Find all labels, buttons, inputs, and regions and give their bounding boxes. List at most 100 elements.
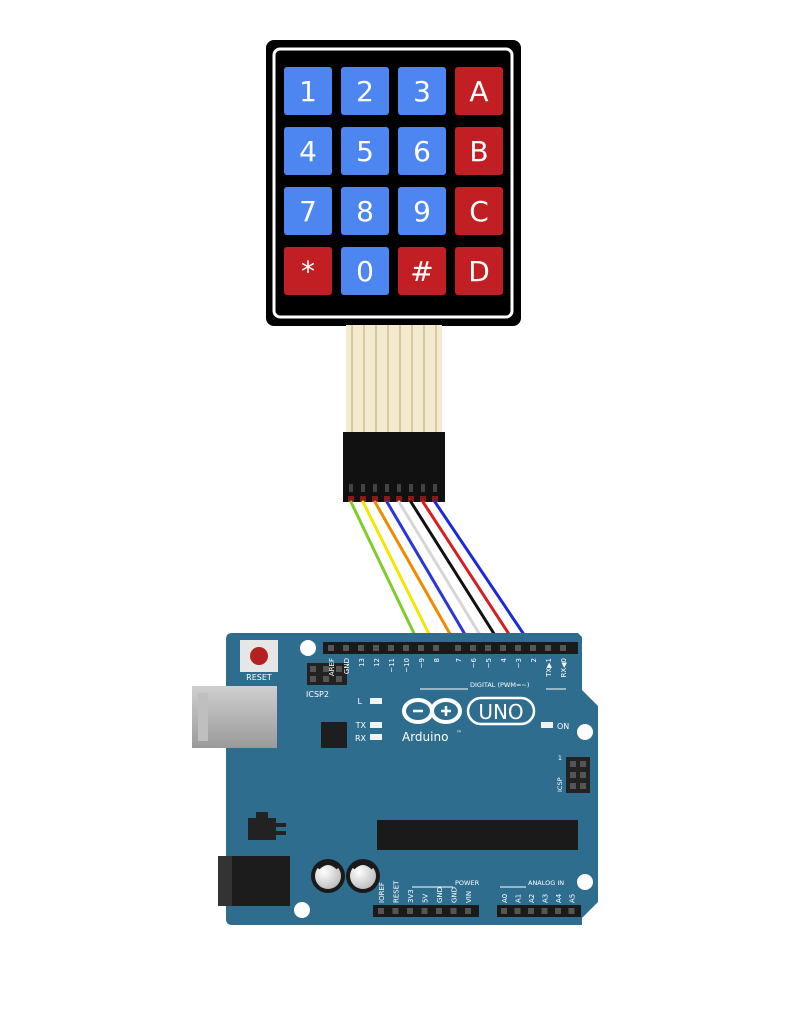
regulator-body — [248, 818, 276, 840]
digital-header — [323, 642, 578, 654]
digital-pin-label: ~9 — [418, 658, 426, 668]
key-label: 6 — [413, 135, 431, 168]
key-2[interactable]: 2 — [341, 67, 389, 115]
analog-header-strip — [497, 905, 581, 917]
voltage-regulator — [248, 812, 286, 840]
key-face[interactable] — [284, 127, 332, 175]
key-face[interactable] — [341, 127, 389, 175]
power-pin-socket[interactable] — [421, 908, 428, 914]
digital-pin-socket[interactable] — [455, 645, 461, 651]
key-label: B — [469, 135, 488, 168]
key-4[interactable]: 4 — [284, 127, 332, 175]
digital-pin-socket[interactable] — [343, 645, 349, 651]
digital-pin-socket[interactable] — [373, 645, 379, 651]
analog-pin-socket[interactable] — [514, 908, 521, 914]
reset-button[interactable] — [240, 640, 278, 672]
reset-button-cap[interactable] — [250, 647, 268, 665]
key-5[interactable]: 5 — [341, 127, 389, 175]
mount-hole — [300, 640, 316, 656]
digital-pin-label: ~11 — [388, 658, 396, 673]
key-a[interactable]: A — [455, 67, 503, 115]
digital-pin-socket[interactable] — [545, 645, 551, 651]
analog-pin-socket[interactable] — [541, 908, 548, 914]
key-face[interactable] — [398, 67, 446, 115]
digital-pin-label: ~5 — [485, 658, 493, 668]
power-pin-socket[interactable] — [392, 908, 399, 914]
key-face[interactable] — [341, 247, 389, 295]
digital-pin-socket[interactable] — [418, 645, 424, 651]
power-pin-socket[interactable] — [465, 908, 471, 914]
ribbon-cable — [343, 325, 445, 502]
digital-pin-socket[interactable] — [530, 645, 536, 651]
digital-pin-socket[interactable] — [388, 645, 394, 651]
digital-pin-label: RX◀0 — [560, 658, 568, 678]
key-9[interactable]: 9 — [398, 187, 446, 235]
connector-slot — [421, 484, 425, 492]
analog-pin-socket[interactable] — [501, 908, 507, 914]
key-face[interactable] — [398, 187, 446, 235]
key-face[interactable] — [455, 67, 503, 115]
key-1[interactable]: 1 — [284, 67, 332, 115]
key-face[interactable] — [455, 127, 503, 175]
key-7[interactable]: 7 — [284, 187, 332, 235]
digital-label: DIGITAL (PWM=~) — [470, 681, 529, 689]
digital-pin-socket[interactable] — [560, 645, 566, 651]
key-3[interactable]: 3 — [398, 67, 446, 115]
key-face[interactable] — [341, 67, 389, 115]
key-star[interactable]: * — [284, 247, 332, 295]
power-pin-sockets — [378, 908, 471, 914]
digital-pin-socket[interactable] — [485, 645, 491, 651]
connector-slot — [397, 484, 401, 492]
key-face[interactable] — [341, 187, 389, 235]
power-pin-socket[interactable] — [450, 908, 457, 914]
digital-pin-label: 13 — [358, 658, 366, 667]
key-face[interactable] — [398, 247, 446, 295]
key-b[interactable]: B — [455, 127, 503, 175]
key-face[interactable] — [284, 247, 332, 295]
ribbon-traces — [351, 325, 437, 433]
key-face[interactable] — [398, 127, 446, 175]
analog-pin-socket[interactable] — [568, 908, 575, 914]
digital-pin-socket[interactable] — [433, 645, 439, 651]
key-0[interactable]: 0 — [341, 247, 389, 295]
digital-pin-socket[interactable] — [470, 645, 476, 651]
key-c[interactable]: C — [455, 187, 503, 235]
wire-to-pin-4 — [409, 500, 505, 650]
wire-to-pin-9 — [349, 500, 423, 650]
uno-badge — [466, 696, 536, 726]
key-hash[interactable]: # — [398, 247, 446, 295]
power-pin-label: 3V3 — [407, 889, 415, 903]
key-6[interactable]: 6 — [398, 127, 446, 175]
key-face[interactable] — [455, 247, 503, 295]
digital-pin-socket[interactable] — [328, 645, 334, 651]
digital-pin-socket[interactable] — [500, 645, 506, 651]
capacitor-mark — [351, 861, 375, 870]
analog-pin-socket[interactable] — [528, 908, 534, 914]
power-pin-socket[interactable] — [378, 908, 384, 914]
key-label: 8 — [356, 195, 374, 228]
key-face[interactable] — [284, 67, 332, 115]
digital-pin-label: 7 — [455, 658, 463, 662]
power-jack — [218, 856, 290, 906]
digital-pin-socket[interactable] — [403, 645, 409, 651]
key-label: A — [469, 75, 488, 108]
header-pin — [580, 761, 586, 767]
power-pin-socket[interactable] — [436, 908, 442, 914]
digital-pin-socket[interactable] — [515, 645, 521, 651]
analog-pin-socket[interactable] — [555, 908, 561, 914]
key-8[interactable]: 8 — [341, 187, 389, 235]
key-face[interactable] — [455, 187, 503, 235]
digital-pin-label: AREF — [328, 658, 336, 676]
led-l-label: L — [358, 697, 363, 706]
key-face[interactable] — [284, 187, 332, 235]
power-pin-socket[interactable] — [407, 908, 413, 914]
key-d[interactable]: D — [455, 247, 503, 295]
analog-pin-label: A0 — [501, 894, 509, 903]
key-label: 7 — [299, 195, 317, 228]
digital-pin-label: 8 — [433, 658, 441, 662]
digital-pin-socket[interactable] — [358, 645, 364, 651]
logo-tm: ™ — [456, 730, 462, 737]
